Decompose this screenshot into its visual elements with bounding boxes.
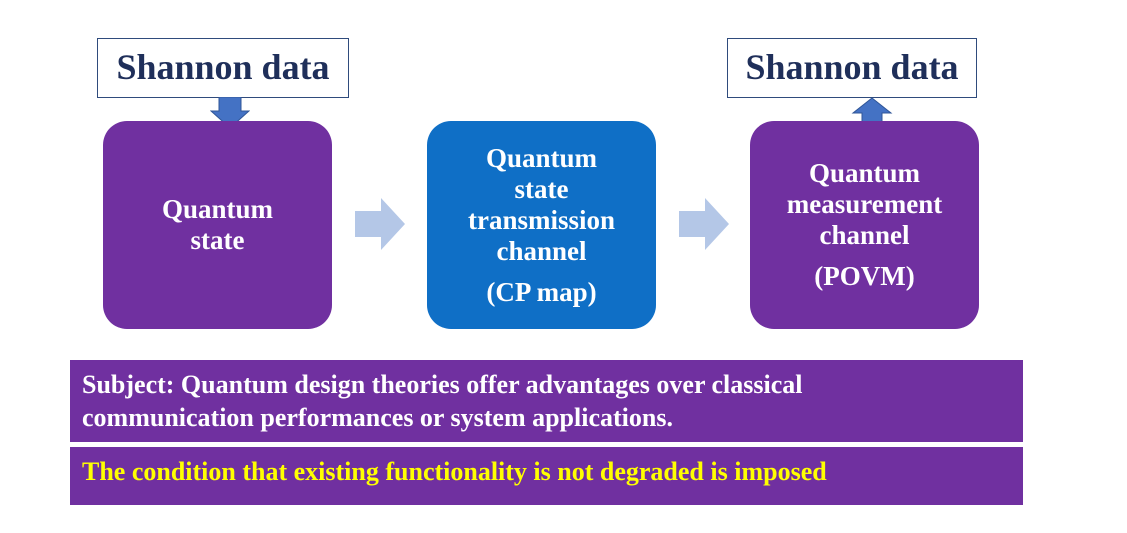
down-arrow-icon bbox=[210, 97, 250, 129]
transmission-sub-label: (CP map) bbox=[486, 276, 597, 307]
output-shannon-data-box: Shannon data bbox=[727, 38, 977, 98]
transmission-channel-node: Quantum state transmission channel (CP m… bbox=[427, 121, 656, 329]
measurement-line-3: channel bbox=[819, 220, 910, 250]
output-shannon-data-label: Shannon data bbox=[745, 47, 959, 87]
input-shannon-data-label: Shannon data bbox=[116, 47, 330, 87]
quantum-state-node: Quantum state bbox=[103, 121, 332, 329]
quantum-state-line-1: Quantum bbox=[161, 194, 274, 224]
quantum-state-line-2: state bbox=[190, 225, 245, 255]
subject-line-1: Subject: Quantum design theories offer a… bbox=[82, 370, 803, 399]
condition-text: The condition that existing functionalit… bbox=[82, 457, 827, 486]
transmission-line-4: channel bbox=[496, 235, 587, 266]
flow-arrow-right-icon bbox=[679, 198, 729, 250]
subject-banner: Subject: Quantum design theories offer a… bbox=[70, 360, 1023, 442]
transmission-line-2: state bbox=[514, 173, 569, 204]
measurement-line-2: measurement bbox=[786, 189, 943, 219]
input-shannon-data-box: Shannon data bbox=[97, 38, 349, 98]
measurement-channel-node: Quantum measurement channel (POVM) bbox=[750, 121, 979, 329]
flow-arrow-right-icon bbox=[355, 198, 405, 250]
measurement-sub-label: (POVM) bbox=[814, 261, 915, 291]
measurement-line-1: Quantum bbox=[808, 158, 921, 188]
condition-banner: The condition that existing functionalit… bbox=[70, 447, 1023, 505]
transmission-line-1: Quantum bbox=[485, 142, 598, 173]
subject-line-2: communication performances or system app… bbox=[82, 403, 673, 432]
transmission-line-3: transmission bbox=[467, 204, 616, 235]
